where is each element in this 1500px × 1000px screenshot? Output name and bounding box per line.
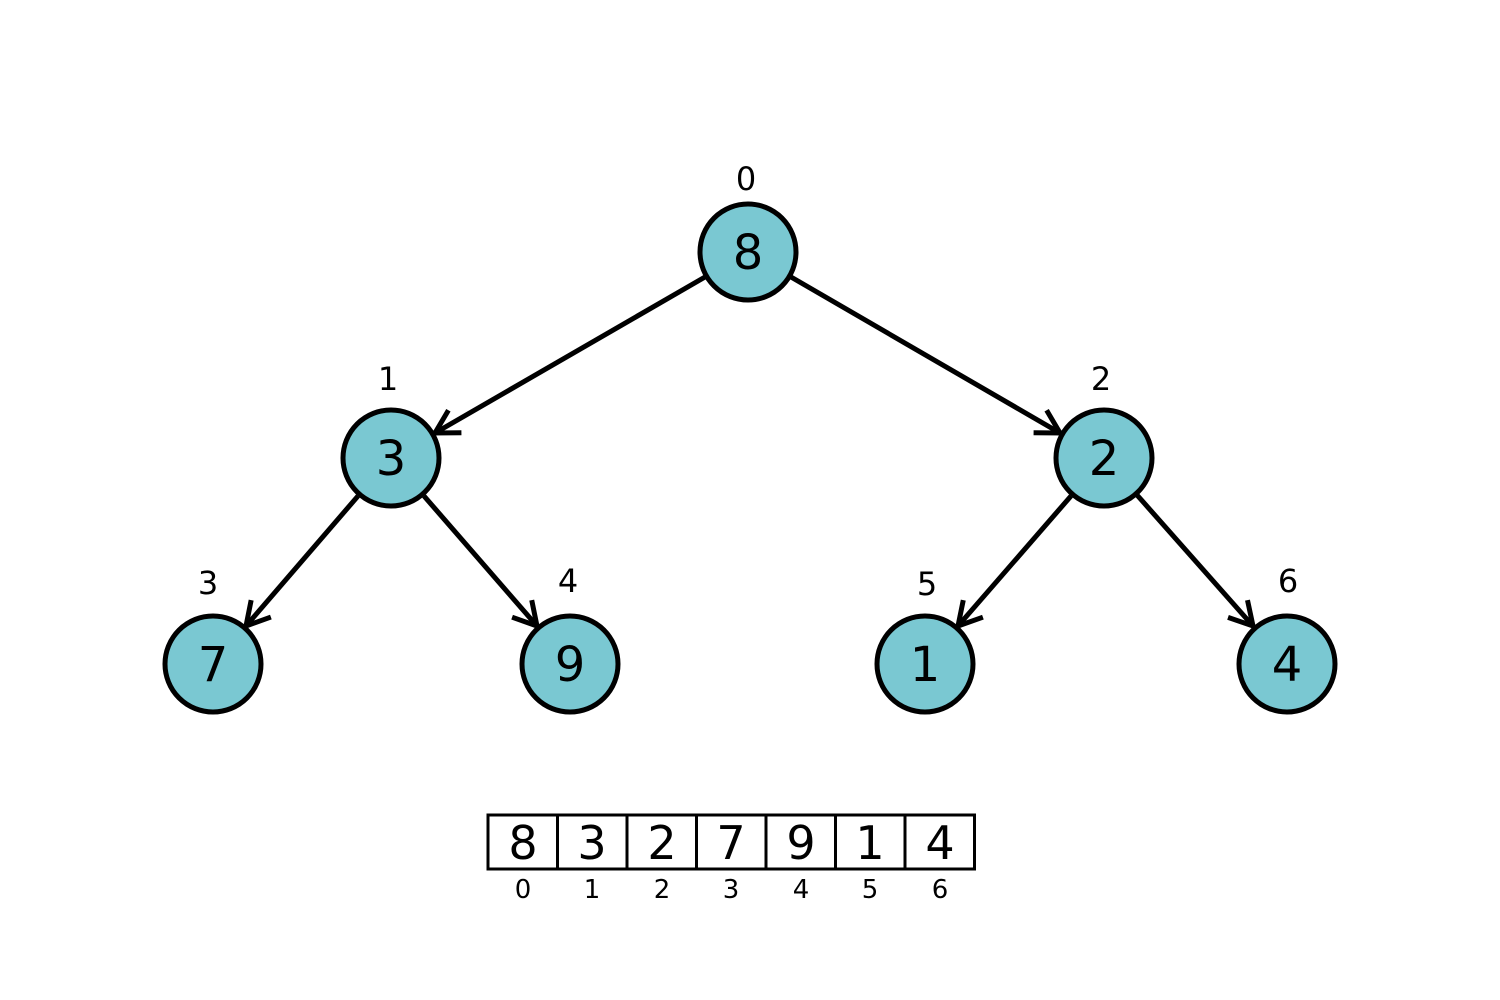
array-cell-box — [625, 813, 698, 871]
tree-node-1: 3 1 — [340, 360, 442, 509]
node-index-label: 4 — [558, 562, 578, 600]
node-circle — [1053, 407, 1155, 509]
tree-node-2: 2 2 — [1053, 360, 1155, 509]
tree-edge-0-2 — [789, 274, 1065, 436]
node-circle — [162, 613, 264, 715]
node-value: 2 — [1089, 431, 1120, 487]
array-cell-4: 9 4 — [764, 813, 837, 905]
array-cell-2: 2 2 — [625, 813, 698, 905]
array-index-label: 6 — [932, 875, 949, 905]
node-value: 8 — [733, 225, 764, 281]
array-cell-box — [764, 813, 837, 871]
node-circle — [1236, 613, 1338, 715]
tree-edge-1-3 — [242, 494, 360, 630]
array-cell-6: 4 6 — [903, 813, 976, 905]
node-index-label: 5 — [917, 565, 937, 603]
node-value: 3 — [376, 431, 407, 487]
array-index-label: 4 — [793, 875, 810, 905]
array-cell-1: 3 1 — [556, 813, 629, 905]
array-cell-value: 1 — [855, 816, 884, 870]
node-value: 4 — [1272, 637, 1303, 693]
array-representation: 8 0 3 1 2 2 7 3 9 4 — [486, 813, 976, 905]
array-index-label: 2 — [654, 875, 671, 905]
array-index-label: 5 — [862, 875, 879, 905]
node-index-label: 6 — [1278, 562, 1298, 600]
node-circle — [519, 613, 621, 715]
tree-edge-2-5 — [954, 494, 1073, 630]
node-circle — [874, 613, 976, 715]
array-cell-box — [903, 813, 976, 871]
tree-edges — [242, 274, 1257, 630]
array-cell-value: 9 — [786, 816, 815, 870]
array-index-label: 1 — [584, 875, 601, 905]
node-index-label: 2 — [1091, 360, 1111, 398]
tree-node-0: 8 0 — [697, 160, 799, 303]
tree-edge-2-6 — [1135, 493, 1257, 630]
node-circle — [697, 201, 799, 303]
array-cell-value: 3 — [577, 816, 606, 870]
array-cell-value: 7 — [716, 816, 745, 870]
array-cell-5: 1 5 — [834, 813, 907, 905]
array-index-label: 0 — [515, 875, 532, 905]
array-cell-3: 7 3 — [695, 813, 768, 905]
node-circle — [340, 407, 442, 509]
tree-node-4: 9 4 — [519, 562, 621, 715]
array-cell-value: 8 — [508, 816, 537, 870]
array-cell-value: 4 — [925, 816, 954, 870]
node-index-label: 1 — [378, 360, 398, 398]
tree-node-3: 7 3 — [162, 564, 264, 715]
node-index-label: 0 — [736, 160, 756, 198]
array-index-label: 3 — [723, 875, 740, 905]
node-index-label: 3 — [198, 564, 218, 602]
node-value: 9 — [555, 637, 586, 693]
array-cell-0: 8 0 — [486, 813, 559, 905]
array-cell-value: 2 — [647, 816, 676, 870]
tree-node-6: 4 6 — [1236, 562, 1338, 715]
tree-node-5: 1 5 — [874, 565, 976, 715]
tree-edge-0-1 — [430, 274, 707, 436]
tree-edge-1-4 — [422, 494, 541, 630]
node-value: 1 — [910, 637, 941, 693]
node-value: 7 — [198, 637, 229, 693]
